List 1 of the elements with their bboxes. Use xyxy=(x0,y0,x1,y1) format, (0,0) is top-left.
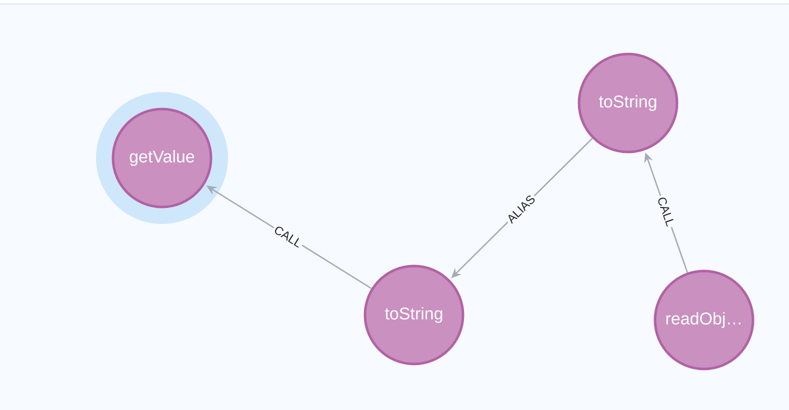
edge-label: CALL xyxy=(655,194,677,229)
